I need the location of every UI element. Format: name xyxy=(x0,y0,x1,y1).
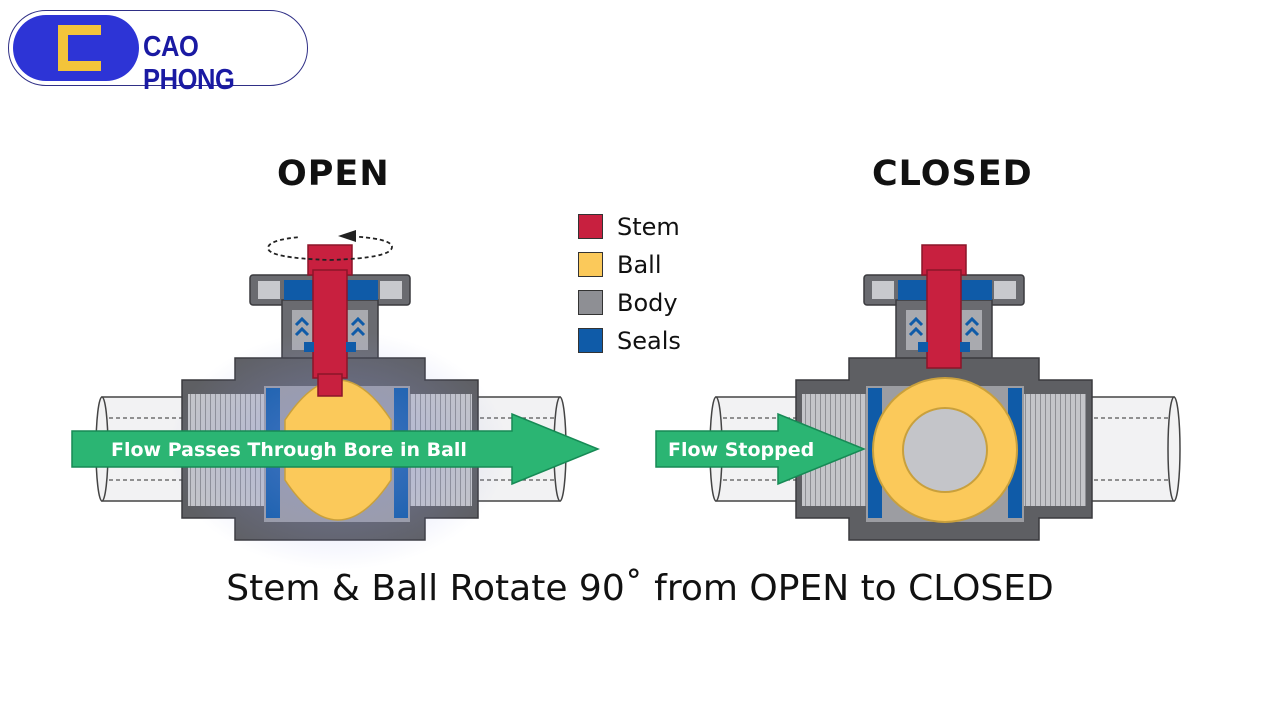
open-valve: Flow Passes Through Bore in Ball xyxy=(71,230,600,570)
legend-label-stem: Stem xyxy=(617,213,680,241)
legend-swatch-body xyxy=(578,290,603,315)
legend-label-seals: Seals xyxy=(617,327,681,355)
open-flow-label: Flow Passes Through Bore in Ball xyxy=(111,439,467,461)
caption: Stem & Ball Rotate 90˚ from OPEN to CLOS… xyxy=(226,568,1054,609)
legend-swatch-ball xyxy=(578,252,603,277)
legend-label-body: Body xyxy=(617,289,678,317)
open-stem xyxy=(304,244,356,397)
legend-swatch-stem xyxy=(578,214,603,239)
open-flow-arrow: Flow Passes Through Bore in Ball xyxy=(71,412,600,486)
legend-label-ball: Ball xyxy=(617,251,662,279)
logo-c-icon xyxy=(58,25,101,71)
closed-heading: CLOSED xyxy=(872,154,1033,194)
closed-valve: Flow Stopped xyxy=(655,244,1181,541)
open-heading: OPEN xyxy=(277,154,390,194)
closed-ball xyxy=(872,377,1018,523)
brand-logo: CAO PHONG xyxy=(8,10,308,96)
closed-flow-label: Flow Stopped xyxy=(668,439,814,461)
closed-flow-arrow: Flow Stopped xyxy=(655,412,866,486)
closed-stem xyxy=(918,244,970,369)
legend-swatch-seals xyxy=(578,328,603,353)
logo-badge xyxy=(13,15,139,81)
rotation-arrow-icon xyxy=(267,230,393,261)
logo-text: CAO PHONG xyxy=(143,31,235,96)
